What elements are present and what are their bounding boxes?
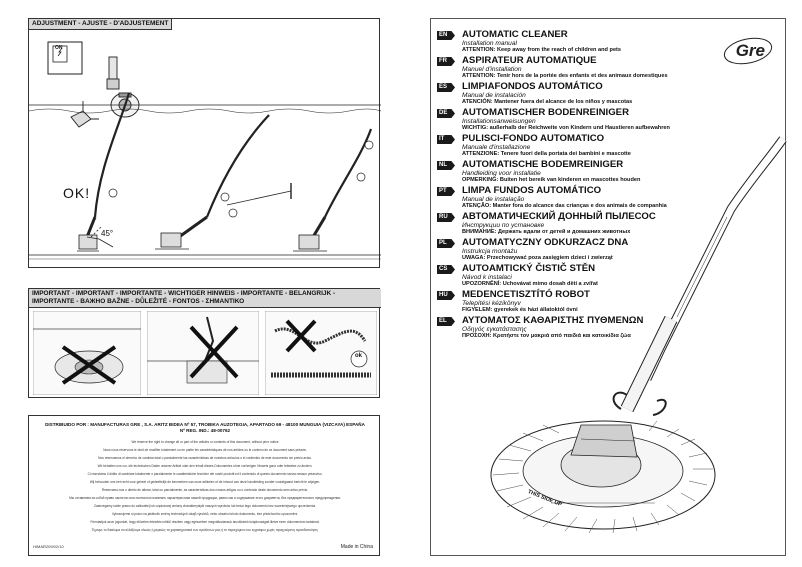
lang-title-it: PULISCI-FONDO AUTOMATICO bbox=[462, 133, 605, 144]
lang-warning-pt: ATENÇÃO: Manter fora do alcance das cria… bbox=[462, 203, 667, 209]
ok-badge: ok bbox=[355, 353, 363, 359]
important-panel: IMPORTANT - IMPORTANT - IMPORTANTE - WIC… bbox=[28, 288, 381, 398]
left-page: ADJUSTMENT - AJUSTE - D'ADJUSTEMENT ON bbox=[28, 18, 381, 556]
lang-badge-en: EN bbox=[437, 31, 455, 40]
lang-badge-pl: PL bbox=[437, 239, 455, 248]
lang-warning-ru: ВНИМАНИЕ: Держать вдали от детей и домаш… bbox=[462, 229, 631, 235]
notice-it: Ci riserviamo il diritto di cambiare tot… bbox=[87, 472, 323, 476]
lang-warning-pl: UWAGA: Przechowywać poza zasięgiem dziec… bbox=[462, 255, 613, 261]
lang-subtitle-en: Installation manual bbox=[462, 40, 517, 47]
lang-title-es: LIMPIAFONDOS AUTOMÁTICO bbox=[462, 81, 603, 92]
incorrect-installation-1 bbox=[33, 311, 141, 395]
lang-title-ru: АВТОМАТИЧЕСКИЙ ДОННЫЙ ПЫЛЕСОС bbox=[462, 211, 656, 222]
lang-subtitle-es: Manual de instalación bbox=[462, 92, 526, 99]
lang-warning-it: ATTENZIONE: Tenere fuori della portata d… bbox=[462, 151, 631, 157]
lang-subtitle-pt: Manual de instalação bbox=[462, 196, 525, 203]
lang-warning-cs: UPOZORNĚNÍ: Uchovávat mimo dosah dětí a … bbox=[462, 281, 598, 287]
lang-badge-nl: NL bbox=[437, 161, 455, 170]
notice-ru: Мы оставляем за собой право частично или… bbox=[69, 496, 341, 500]
registration-number: Nº REG. IND.: 48-00762 bbox=[179, 428, 231, 433]
right-page: Gre THIS SIDE UP EN AUTOMAT bbox=[430, 18, 787, 556]
switch-label: ON bbox=[55, 45, 63, 51]
lang-subtitle-nl: Handleiding voor installatie bbox=[462, 170, 541, 177]
lang-badge-el: EL bbox=[437, 317, 455, 326]
lang-badge-hu: HU bbox=[437, 291, 455, 300]
lang-badge-pt: PT bbox=[437, 187, 455, 196]
lang-badge-fr: FR bbox=[437, 57, 455, 66]
pool-wall-diagram bbox=[29, 92, 381, 260]
lang-warning-el: ΠΡΟΣΟΧΗ: Κρατήστε τον μακριά από παιδιά … bbox=[462, 333, 631, 339]
distributor-panel: DISTRIBUIDO POR : MANUFACTURAS GRE , S.A… bbox=[28, 415, 380, 556]
angle-label: 45° bbox=[101, 229, 114, 238]
notice-el: Έχουμε το δικαίωμα να αλλάξουμε ολικώς ή… bbox=[91, 528, 319, 532]
power-switch-illustration bbox=[47, 41, 83, 75]
lang-badge-cs: CS bbox=[437, 265, 455, 274]
lang-title-nl: AUTOMATISCHE BODEMREINIGER bbox=[462, 159, 624, 170]
adjustment-header: ADJUSTMENT - AJUSTE - D'ADJUSTEMENT bbox=[29, 19, 173, 30]
lang-title-hu: MEDENCETISZTÍTÓ ROBOT bbox=[462, 289, 590, 300]
lang-warning-en: ATTENTION: Keep away from the reach of c… bbox=[462, 47, 622, 53]
distributor-address: DISTRIBUIDO POR : MANUFACTURAS GRE , S.A… bbox=[33, 422, 377, 434]
distributor-line-1: DISTRIBUIDO POR : MANUFACTURAS GRE , S.A… bbox=[45, 422, 365, 427]
hose-storage-illustration bbox=[265, 311, 377, 395]
notice-en: We reserve the right to change all or pa… bbox=[131, 440, 279, 444]
lang-badge-it: IT bbox=[437, 135, 455, 144]
lang-subtitle-ru: Инструкции по установке bbox=[462, 222, 545, 229]
lang-subtitle-el: Οδηγός εγκατάστασης bbox=[462, 326, 527, 333]
lang-subtitle-cs: Návod k instalaci bbox=[462, 274, 512, 281]
lang-subtitle-fr: Manuel d'installation bbox=[462, 66, 522, 73]
brand-name: Gre bbox=[735, 41, 765, 60]
notice-pt: Reservamo-nos o direito de alterar, tota… bbox=[101, 488, 309, 492]
lang-title-de: AUTOMATISCHER BODENREINIGER bbox=[462, 107, 630, 118]
notice-cs: Vyhrazujeme si právo na jakékoliv změny … bbox=[111, 512, 299, 516]
notice-hu: Fenntartjuk azon jogunkat, hogy előzetes… bbox=[90, 520, 320, 524]
lang-badge-de: DE bbox=[437, 109, 455, 118]
notice-nl: Wij behouden ons het recht voor geheel o… bbox=[89, 480, 321, 484]
made-in-label: Made in China bbox=[340, 544, 373, 550]
notice-fr: Nous nous réservons le droit de modifier… bbox=[103, 448, 307, 452]
lang-title-fr: ASPIRATEUR AUTOMATIQUE bbox=[462, 55, 597, 66]
adjustment-panel: ADJUSTMENT - AJUSTE - D'ADJUSTEMENT ON bbox=[28, 18, 381, 268]
ok-label: OK! bbox=[63, 185, 91, 201]
lang-subtitle-pl: Instrukcja montażu bbox=[462, 248, 518, 255]
notice-pl: Zastrzegamy sobie prawo do całkowitej lu… bbox=[94, 504, 316, 508]
lang-badge-ru: RU bbox=[437, 213, 455, 222]
lang-subtitle-hu: Telepítési kézikönyv bbox=[462, 300, 521, 307]
pool-cleaner-illustration bbox=[490, 136, 787, 534]
lang-subtitle-it: Manuale d'installazione bbox=[462, 144, 531, 151]
lang-warning-nl: OPMERKING: Buiten het bereik van kindere… bbox=[462, 177, 641, 183]
important-header: IMPORTANT - IMPORTANT - IMPORTANTE - WIC… bbox=[29, 289, 381, 308]
notice-de: Wir behalten uns vor, die technischen Da… bbox=[97, 464, 313, 468]
lang-title-el: ΑΥΤΟΜΑΤΟΣ ΚΑΘΑΡΙΣΤΗΣ ΠΥΘΜΕΝΩΝ bbox=[462, 315, 644, 326]
lang-badge-es: ES bbox=[437, 83, 455, 92]
lang-subtitle-de: Installationsanweisungen bbox=[462, 118, 536, 125]
lang-title-pl: AUTOMATYCZNY ODKURZACZ DNA bbox=[462, 237, 629, 248]
lang-warning-de: WICHTIG: außerhalb der Reichweite von Ki… bbox=[462, 125, 670, 131]
incorrect-installation-2 bbox=[147, 311, 259, 395]
lang-title-pt: LIMPA FUNDOS AUTOMÁTICO bbox=[462, 185, 602, 196]
document-code: HIMAR209/02/10 bbox=[33, 544, 64, 549]
lang-warning-hu: FIGYELEM: gyerekek és házi állatoktól óv… bbox=[462, 307, 578, 313]
notice-es: Nos reservamos el derecho de cambiar tot… bbox=[98, 456, 312, 460]
gre-logo bbox=[723, 37, 773, 65]
lang-warning-fr: ATTENTION: Tenir hors de la portée des e… bbox=[462, 73, 668, 79]
lang-warning-es: ATENCIÓN: Mantener fuera del alcance de … bbox=[462, 99, 633, 105]
lang-title-en: AUTOMATIC CLEANER bbox=[462, 29, 568, 40]
lang-title-cs: AUTOAMTICKÝ ČISTIČ STĚN bbox=[462, 263, 596, 274]
